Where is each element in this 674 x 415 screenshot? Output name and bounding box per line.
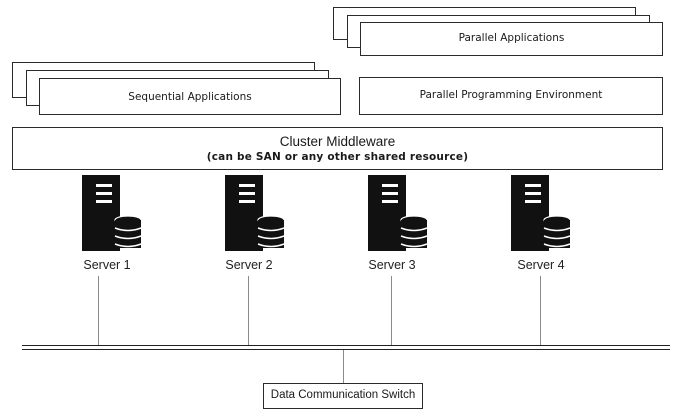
- server-1-label: Server 1: [83, 258, 131, 272]
- server-icon: [225, 175, 285, 251]
- server-2-connector: [248, 276, 249, 345]
- server-3-label: Server 3: [368, 258, 416, 272]
- server-2-icon: [223, 175, 287, 253]
- network-bus-bottom: [22, 349, 670, 350]
- cluster-middleware-subtitle: (can be SAN or any other shared resource…: [206, 151, 469, 163]
- server-4-label: Server 4: [517, 258, 565, 272]
- data-communication-switch-label: Data Communication Switch: [270, 389, 416, 401]
- network-bus-top: [22, 345, 670, 346]
- server-4-icon: [509, 175, 573, 253]
- parallel-programming-environment-label: Parallel Programming Environment: [419, 89, 603, 101]
- server-2-label: Server 2: [225, 258, 273, 272]
- server-1-icon: [80, 175, 144, 253]
- sequential-applications-label: Sequential Applications: [128, 91, 252, 103]
- parallel-programming-environment-box: Parallel Programming Environment: [359, 77, 663, 115]
- sequential-applications-box: Sequential Applications: [39, 78, 341, 115]
- cluster-middleware-title: Cluster Middleware: [279, 134, 396, 149]
- switch-connector: [343, 350, 344, 383]
- server-icon: [368, 175, 428, 251]
- server-1-connector: [98, 276, 99, 345]
- parallel-applications-box: Parallel Applications: [360, 22, 663, 56]
- parallel-applications-label: Parallel Applications: [458, 32, 565, 44]
- cluster-middleware-box: Cluster Middleware (can be SAN or any ot…: [12, 127, 663, 170]
- server-icon: [82, 175, 142, 251]
- server-4-connector: [540, 276, 541, 345]
- server-3-icon: [366, 175, 430, 253]
- data-communication-switch-box: Data Communication Switch: [263, 383, 423, 409]
- server-3-connector: [391, 276, 392, 345]
- server-icon: [511, 175, 571, 251]
